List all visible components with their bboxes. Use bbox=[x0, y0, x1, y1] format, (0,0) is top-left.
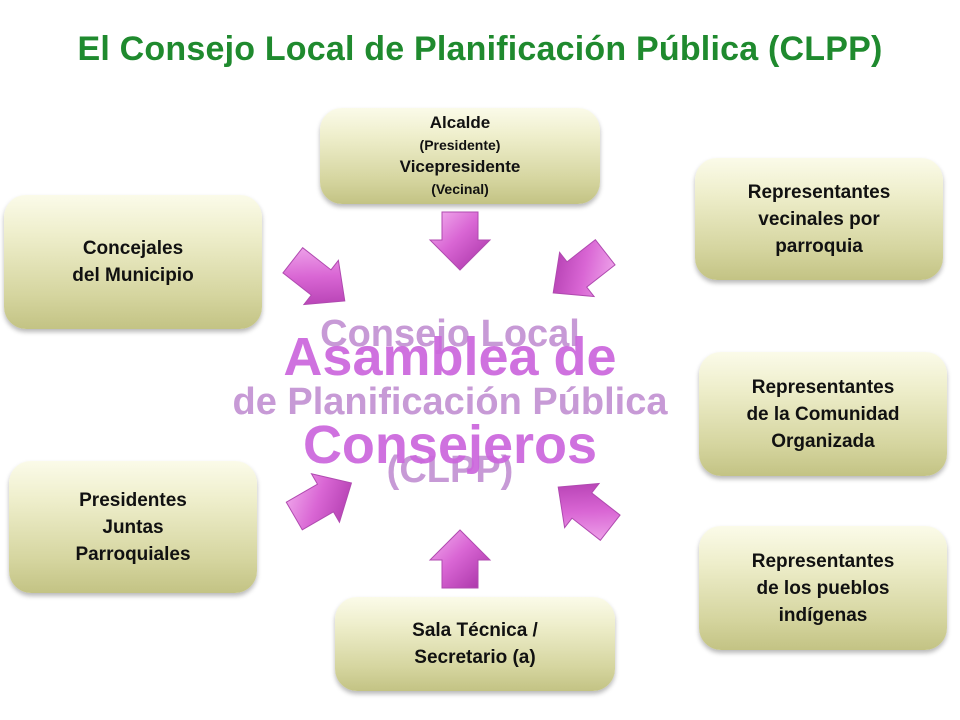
box-representantes-indigenas: Representantes de los pueblos indígenas bbox=[699, 526, 947, 650]
box-presidentes-juntas: Presidentes Juntas Parroquiales bbox=[9, 461, 257, 593]
box-text: (Vecinal) bbox=[431, 181, 489, 197]
arrow-upleft-icon bbox=[557, 482, 621, 542]
box-text: Alcalde bbox=[429, 113, 491, 132]
asamblea-line-2: Consejeros bbox=[302, 415, 598, 475]
box-text: Representantes bbox=[747, 181, 891, 203]
asamblea-line-1: Asamblea de bbox=[283, 327, 617, 387]
arrow-down-icon bbox=[428, 211, 492, 271]
box-text: Parroquiales bbox=[75, 543, 191, 565]
box-text: Concejales bbox=[82, 238, 184, 259]
box-alcalde: Alcalde (Presidente) Vicepresidente (Vec… bbox=[320, 108, 600, 204]
box-text: Representantes bbox=[751, 376, 895, 398]
box-text: vecinales por bbox=[758, 208, 880, 230]
box-text: Vicepresidente bbox=[399, 157, 521, 176]
box-text: Organizada bbox=[771, 430, 875, 452]
clpp-line-1: Consejo Local bbox=[320, 313, 580, 355]
arrow-downright-icon bbox=[282, 246, 346, 306]
box-text: parroquia bbox=[775, 235, 863, 257]
box-text: Juntas bbox=[102, 516, 164, 538]
box-representantes-vecinales: Representantes vecinales por parroquia bbox=[695, 158, 943, 280]
clpp-line-3: (CLPP) bbox=[386, 449, 514, 491]
center-overlay: Consejo Local de Planificación Pública (… bbox=[200, 300, 700, 520]
box-text: Sala Técnica / bbox=[412, 620, 538, 641]
box-concejales: Concejales del Municipio bbox=[4, 195, 262, 329]
arrow-downleft-icon bbox=[552, 238, 616, 298]
box-text: de la Comunidad bbox=[746, 403, 900, 425]
arrow-up-icon bbox=[428, 529, 492, 589]
page-title: El Consejo Local de Planificación Públic… bbox=[77, 30, 883, 68]
box-sala-tecnica: Sala Técnica / Secretario (a) bbox=[335, 597, 615, 691]
box-text: Representantes bbox=[751, 550, 895, 572]
box-text: Presidentes bbox=[79, 489, 187, 511]
box-text: Secretario (a) bbox=[414, 647, 536, 668]
clpp-line-2: de Planificación Pública bbox=[232, 381, 668, 423]
box-text: indígenas bbox=[778, 604, 868, 626]
arrow-upright-icon bbox=[285, 473, 353, 531]
box-representantes-comunidad: Representantes de la Comunidad Organizad… bbox=[699, 352, 947, 476]
box-text: (Presidente) bbox=[419, 137, 501, 153]
box-text: del Municipio bbox=[72, 265, 194, 286]
box-text: de los pueblos bbox=[756, 577, 890, 599]
